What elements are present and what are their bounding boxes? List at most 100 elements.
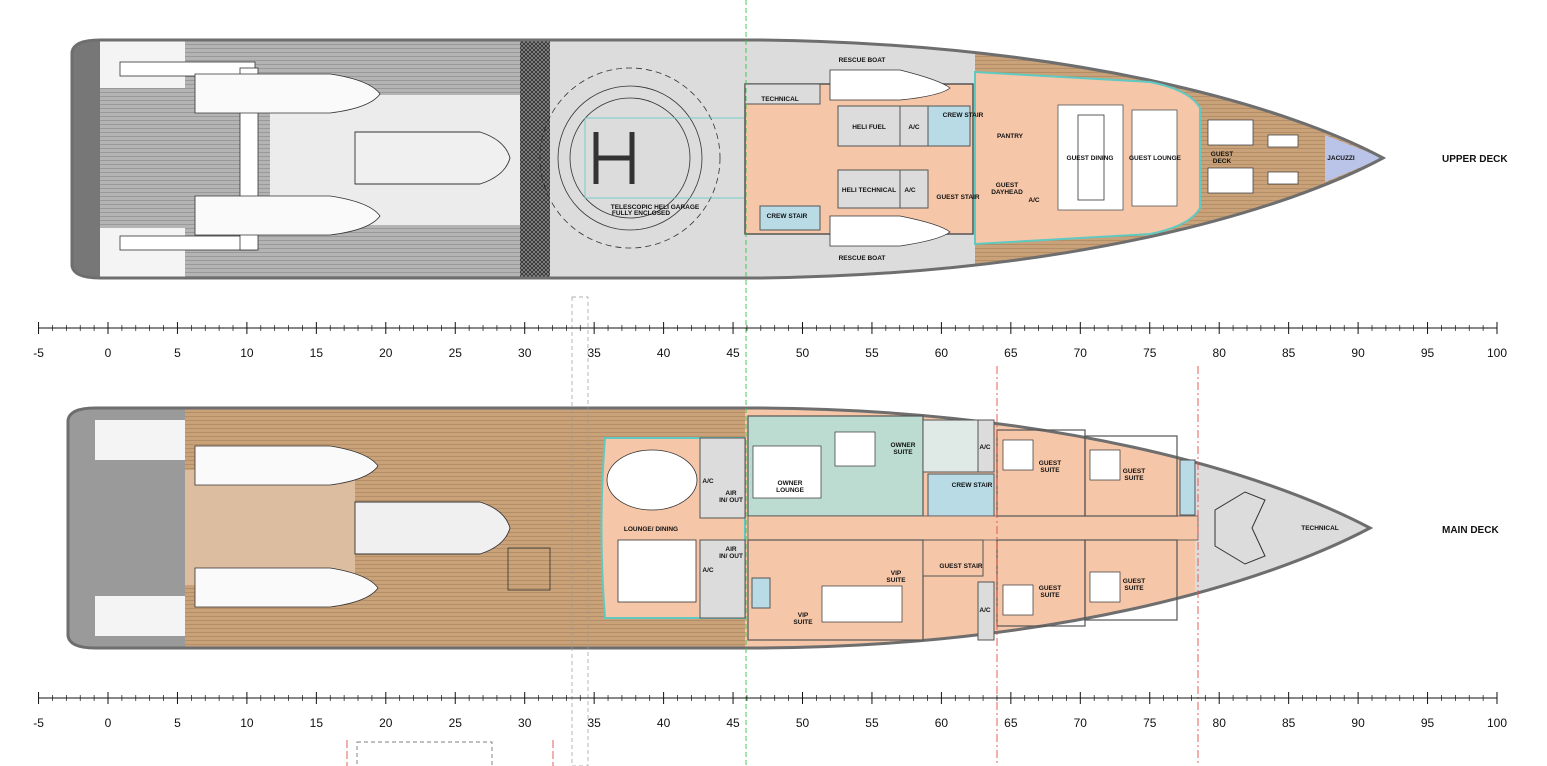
ruler-tick-label: 85 xyxy=(1282,716,1296,730)
label-guest-suite: GUEST xyxy=(1123,468,1145,475)
ruler-tick-label: 20 xyxy=(379,716,393,730)
ruler-tick-label: 90 xyxy=(1351,716,1365,730)
label-crew-stair: CREW STAIR xyxy=(767,213,808,220)
label-air-in-out: AIR xyxy=(725,490,737,497)
label-heli-technical: HELI TECHNICAL xyxy=(842,187,896,194)
label-heli-garage: FULLY ENCLOSED xyxy=(612,210,670,217)
label-ac: A/C xyxy=(1028,197,1040,204)
corridor xyxy=(747,515,1199,541)
label-ac: A/C xyxy=(979,444,991,451)
deck-seating xyxy=(1207,119,1254,146)
deck-seating xyxy=(1207,167,1254,194)
ruler-tick-label: 85 xyxy=(1282,346,1296,360)
label-guest-deck: DECK xyxy=(1213,158,1232,165)
label-owner-suite: SUITE xyxy=(893,449,913,456)
ruler-tick-label: 35 xyxy=(587,346,601,360)
label-owner-lounge: OWNER xyxy=(778,480,803,487)
label-crew-stair: CREW STAIR xyxy=(943,112,984,119)
rescue-boat xyxy=(829,215,951,247)
bed xyxy=(1089,449,1121,481)
label-vip-suite: VIP xyxy=(798,612,809,619)
label-technical: TECHNICAL xyxy=(1301,525,1339,532)
ruler-tick-label: 10 xyxy=(240,716,254,730)
ruler-tick-label: 40 xyxy=(657,716,671,730)
tender-boat xyxy=(194,73,381,114)
label-guest-dining: GUEST DINING xyxy=(1067,155,1114,162)
label-guest-suite: SUITE xyxy=(1040,592,1060,599)
dining-table xyxy=(1077,114,1105,201)
label-guest-suite: GUEST xyxy=(1123,578,1145,585)
label-crew-stair: CREW STAIR xyxy=(952,482,993,489)
rib-tender xyxy=(354,131,511,185)
ruler-tick-label: 60 xyxy=(935,716,949,730)
rib-tender xyxy=(354,501,511,555)
label-vip-suite: SUITE xyxy=(886,577,906,584)
ruler-tick-label: 70 xyxy=(1074,346,1088,360)
label-ac: A/C xyxy=(702,478,714,485)
guest-suite xyxy=(1084,435,1178,517)
label-owner-suite: OWNER xyxy=(891,442,916,449)
label-heli-fuel: HELI FUEL xyxy=(852,124,886,131)
bed xyxy=(1002,584,1034,616)
gangway-outline xyxy=(571,296,589,766)
ruler-tick-label: 15 xyxy=(310,346,324,360)
upper-deck: RESCUE BOAT RESCUE BOAT TECHNICAL HELI F… xyxy=(70,38,1508,280)
ruler-tick-label: 5 xyxy=(174,346,181,360)
ruler-tick-label: -5 xyxy=(33,716,44,730)
ruler-tick-label: 75 xyxy=(1143,716,1157,730)
ruler-tick-label: 25 xyxy=(449,716,463,730)
ruler-tick-label: 0 xyxy=(105,346,112,360)
label-air-in-out: IN/ OUT xyxy=(719,553,743,560)
jacuzzi xyxy=(1325,135,1383,182)
label-guest-stair: GUEST STAIR xyxy=(939,563,983,570)
label-vip-suite: VIP xyxy=(891,570,902,577)
ruler-tick-label: 35 xyxy=(587,716,601,730)
ruler-tick-label: 75 xyxy=(1143,346,1157,360)
ruler-tick-label: 95 xyxy=(1421,716,1435,730)
bed xyxy=(1002,439,1034,471)
label-ac: A/C xyxy=(702,567,714,574)
tender-boat xyxy=(194,195,381,236)
guest-suite xyxy=(1084,539,1178,621)
label-guest-deck: GUEST xyxy=(1211,151,1233,158)
label-air-in-out: AIR xyxy=(725,546,737,553)
main-deck-title: MAIN DECK xyxy=(1442,525,1499,536)
label-guest-stair: GUEST STAIR xyxy=(936,194,980,201)
bow-technical-area xyxy=(1195,408,1370,648)
ruler-tick-label: 25 xyxy=(449,346,463,360)
label-guest-suite: SUITE xyxy=(1124,475,1144,482)
label-rescue-boat: RESCUE BOAT xyxy=(839,255,886,262)
lounge-sofa xyxy=(1131,109,1178,207)
ruler-tick-label: 80 xyxy=(1213,716,1227,730)
sunbed xyxy=(1267,134,1299,148)
bed xyxy=(1089,571,1121,603)
ruler-tick-label: 55 xyxy=(865,346,879,360)
label-rescue-boat: RESCUE BOAT xyxy=(839,57,886,64)
ruler-tick-label: 45 xyxy=(726,346,740,360)
label-guest-suite: GUEST xyxy=(1039,585,1061,592)
label-vip-suite: SUITE xyxy=(793,619,813,626)
main-hull-outline xyxy=(66,406,1374,650)
ruler-tick-label: -5 xyxy=(33,346,44,360)
label-guest-lounge: GUEST LOUNGE xyxy=(1129,155,1182,162)
ruler-tick-label: 50 xyxy=(796,716,810,730)
label-ac: A/C xyxy=(904,187,916,194)
bed xyxy=(834,431,876,467)
label-technical: TECHNICAL xyxy=(761,96,799,103)
stern-platform xyxy=(72,40,100,278)
ruler-tick-label: 90 xyxy=(1351,346,1365,360)
upper-deck-title: UPPER DECK xyxy=(1442,154,1508,165)
label-pantry: PANTRY xyxy=(997,133,1024,140)
ruler-tick-label: 10 xyxy=(240,346,254,360)
tender-boat xyxy=(194,445,379,486)
ruler-tick-label: 80 xyxy=(1213,346,1227,360)
label-guest-suite: SUITE xyxy=(1040,467,1060,474)
ruler-tick-label: 5 xyxy=(174,716,181,730)
ruler-tick-label: 55 xyxy=(865,716,879,730)
bed xyxy=(821,585,903,623)
label-guest-dayhead: DAYHEAD xyxy=(991,189,1023,196)
label-jacuzzi: JACUZZI xyxy=(1327,155,1355,162)
anchor-winch xyxy=(1214,491,1266,565)
upper-hull-outline xyxy=(70,38,1387,280)
